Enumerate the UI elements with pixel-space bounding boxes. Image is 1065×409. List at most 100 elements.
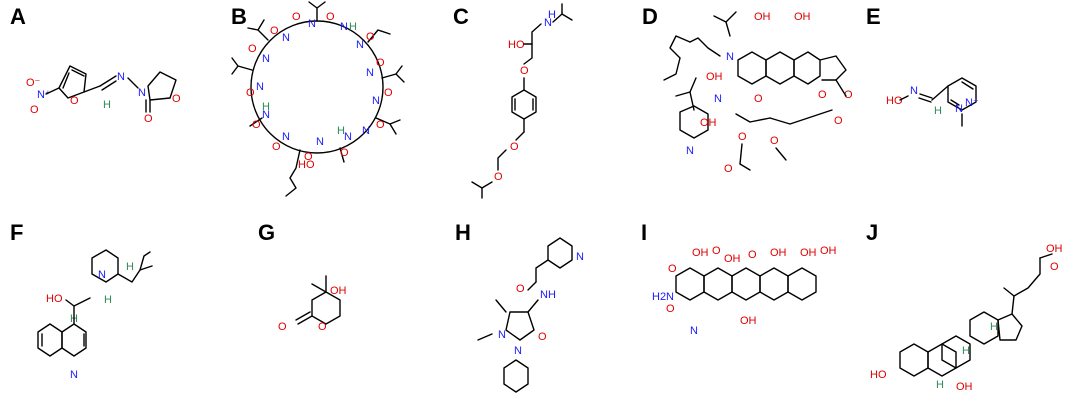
atom-label: OH bbox=[692, 247, 709, 259]
panel-letter-e: E bbox=[866, 4, 881, 29]
pyridinium-ring bbox=[947, 77, 977, 111]
atom-o: O⁻ bbox=[26, 77, 41, 89]
atom-label: O bbox=[834, 115, 843, 127]
atom-label: H bbox=[990, 321, 998, 333]
atom-label: H2N bbox=[652, 291, 674, 303]
atom-label: OH bbox=[1046, 243, 1063, 255]
atom-label: OH bbox=[724, 253, 741, 265]
atom-label: O bbox=[538, 331, 547, 343]
structure-a: O⁻ N⁺ O O H N N O O bbox=[26, 65, 181, 125]
atom-label: O bbox=[246, 87, 255, 99]
atom-label: O bbox=[510, 141, 519, 153]
atom-label: O bbox=[494, 171, 503, 183]
structure-h: N O NH O N N bbox=[477, 237, 584, 393]
atom-label: N bbox=[514, 345, 522, 357]
atom-label: N bbox=[955, 103, 963, 115]
atom-label: N bbox=[70, 369, 78, 381]
atom-label: N bbox=[262, 53, 270, 65]
atom-label: OH bbox=[330, 285, 347, 297]
atom-label: NH bbox=[540, 289, 556, 301]
atom-label: OH bbox=[740, 315, 757, 327]
atom-label: N bbox=[282, 32, 290, 44]
structure-e: HO N H N N⁺ bbox=[886, 77, 979, 127]
panel-letter-h: H bbox=[455, 220, 471, 245]
atom-label: O bbox=[724, 163, 733, 175]
structure-g: OH O O bbox=[278, 275, 347, 333]
atom-label: N bbox=[372, 95, 380, 107]
atom-label: N bbox=[726, 51, 734, 63]
atom-label: O bbox=[278, 321, 287, 333]
atom-label: O bbox=[1050, 261, 1059, 273]
atom-label: O bbox=[818, 89, 827, 101]
panel-letter-a: A bbox=[10, 4, 26, 29]
atom-label: H bbox=[104, 294, 112, 306]
atom-label: N bbox=[714, 93, 722, 105]
atom-label: N bbox=[362, 125, 370, 137]
atom-label: O bbox=[376, 119, 385, 131]
structure-j: OH O HO OH H H H bbox=[870, 243, 1063, 393]
atom-label: N bbox=[256, 81, 264, 93]
atom-label: OH bbox=[754, 11, 771, 23]
atom-n: N bbox=[117, 71, 125, 83]
oxazolidinone-ring bbox=[147, 71, 177, 101]
atom-label: O bbox=[668, 263, 677, 275]
atom-label: O bbox=[340, 147, 349, 159]
atom-label: H bbox=[337, 125, 345, 137]
atom-label: OH bbox=[706, 71, 723, 83]
atom-label: H bbox=[548, 9, 556, 21]
atom-label: O bbox=[270, 25, 279, 37]
atom-label: O bbox=[304, 151, 313, 163]
panel-letter-b: B bbox=[231, 4, 247, 29]
atom-label: OH bbox=[794, 11, 811, 23]
atom-label: N bbox=[340, 21, 348, 33]
atom-label: OH bbox=[770, 247, 787, 259]
atom-label: OH bbox=[820, 245, 837, 257]
atom-h: H bbox=[103, 99, 111, 111]
atom-label: N bbox=[98, 269, 106, 281]
atom-label: O bbox=[666, 303, 675, 315]
atom-label: H bbox=[126, 261, 134, 273]
atom-label: H bbox=[262, 101, 270, 113]
atom-label: N bbox=[576, 251, 584, 263]
atom-label: OH bbox=[956, 381, 973, 393]
atom-label: N bbox=[344, 131, 352, 143]
atom-label: H bbox=[936, 379, 944, 391]
atom-label: O bbox=[366, 31, 375, 43]
atom-label: O bbox=[520, 65, 529, 77]
atom-label: N bbox=[910, 85, 918, 97]
atom-label: O bbox=[248, 43, 257, 55]
atom-label: O bbox=[292, 11, 301, 23]
panel-letter-d: D bbox=[642, 4, 658, 29]
atom-label: OH bbox=[700, 117, 717, 129]
panel-letter-c: C bbox=[453, 4, 469, 29]
atom-label: O bbox=[318, 321, 327, 333]
atom-label: N⁺ bbox=[965, 97, 979, 109]
atom-n: N⁺ bbox=[37, 89, 51, 101]
atom-label: N bbox=[356, 39, 364, 51]
atom-label: N bbox=[498, 329, 506, 341]
panel-letter-i: I bbox=[641, 220, 648, 245]
atom-label: O bbox=[252, 119, 261, 131]
atom-label: O bbox=[712, 245, 721, 257]
atom-label: HO bbox=[298, 159, 315, 171]
atom-label: O bbox=[376, 57, 385, 69]
atom-label: O bbox=[748, 249, 757, 261]
structure-f: N H H HO H N bbox=[37, 249, 153, 381]
atom-label: O bbox=[738, 131, 747, 143]
atom-label: N bbox=[544, 17, 552, 29]
atom-label: N bbox=[262, 109, 270, 121]
structure-i: H2N O OH O OH O OH OH OH O N OH bbox=[652, 245, 837, 337]
atom-label: N bbox=[282, 131, 290, 143]
atom-label: OH bbox=[800, 247, 817, 259]
atom-o: O bbox=[70, 95, 79, 107]
panel-letter-g: G bbox=[258, 220, 276, 245]
atom-o: O bbox=[144, 113, 153, 125]
atom-label: O bbox=[272, 141, 281, 153]
atom-label: H bbox=[349, 21, 357, 33]
panel-letter-f: F bbox=[10, 220, 24, 245]
pyridine-ring bbox=[547, 237, 573, 269]
structure-c: H N HO O O O bbox=[471, 3, 573, 199]
atom-label: O bbox=[770, 135, 779, 147]
pyrazolone-ring bbox=[505, 311, 535, 341]
